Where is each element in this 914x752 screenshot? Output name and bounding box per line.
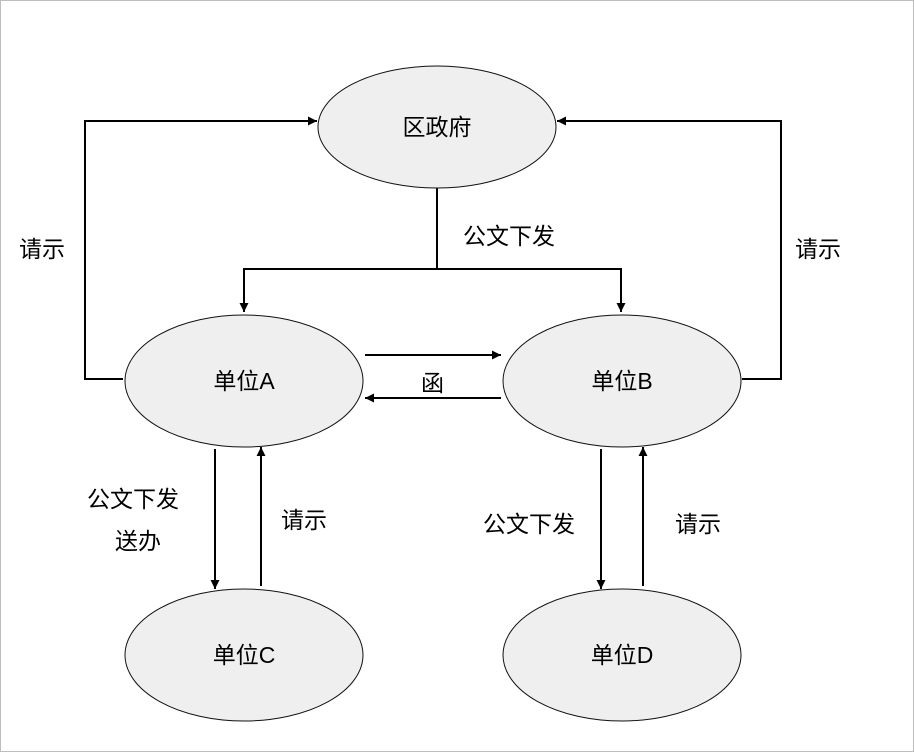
edge-b-to-district	[557, 116, 782, 380]
edge-district-to-b	[437, 268, 626, 312]
label-request-right: 请示	[795, 236, 841, 262]
node-unit-b-label: 单位B	[591, 368, 652, 394]
node-district-shape	[317, 65, 557, 189]
node-unit-a-shape	[124, 314, 364, 448]
node-unit-c-shape	[124, 588, 364, 722]
label-issue-a-line1: 公文下发	[87, 486, 179, 512]
node-unit-b-shape	[502, 314, 742, 448]
node-unit-d[interactable]: 单位D	[502, 588, 742, 722]
label-issue-b: 公文下发	[483, 511, 575, 537]
node-unit-b[interactable]: 单位B	[502, 314, 742, 448]
node-district[interactable]: 区政府	[317, 65, 557, 189]
label-request-d: 请示	[675, 511, 721, 537]
label-issue-a-line2: 送办	[115, 528, 161, 554]
node-unit-c-label: 单位C	[213, 642, 276, 668]
node-unit-a[interactable]: 单位A	[124, 314, 364, 448]
label-issue-top: 公文下发	[463, 223, 555, 249]
node-unit-d-label: 单位D	[591, 642, 654, 668]
node-district-label: 区政府	[403, 114, 472, 140]
node-unit-d-shape	[502, 588, 742, 722]
edge-district-to-a	[239, 268, 437, 312]
label-letter: 函	[421, 370, 444, 396]
node-unit-c[interactable]: 单位C	[124, 588, 364, 722]
node-unit-a-label: 单位A	[213, 368, 275, 394]
label-request-left: 请示	[19, 236, 65, 262]
label-request-c: 请示	[281, 507, 327, 533]
edge-a-to-district	[84, 116, 317, 380]
